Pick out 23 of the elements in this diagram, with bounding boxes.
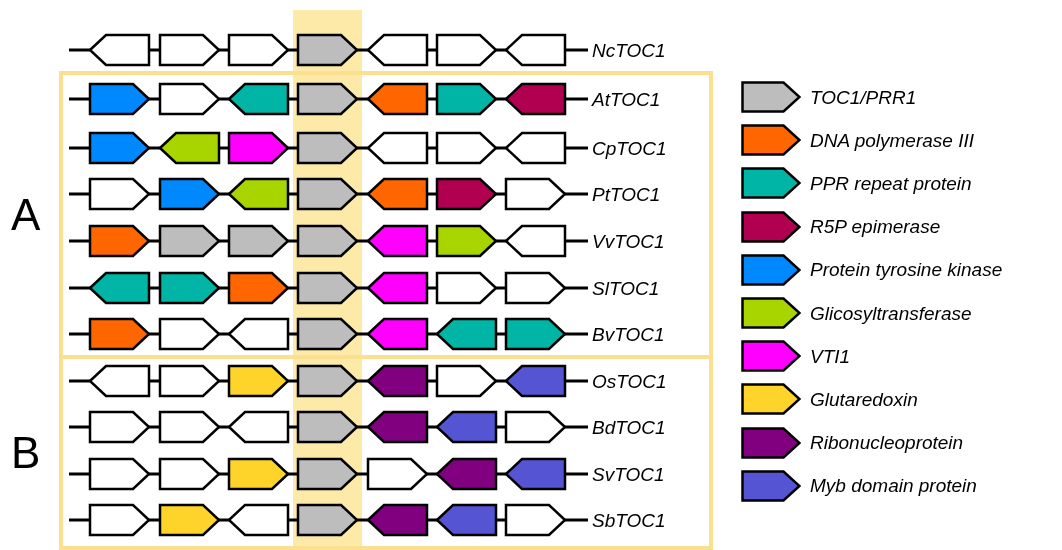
legend-label: R5P epimerase [810,217,941,237]
legend-label: TOC1/PRR1 [810,87,917,107]
gene-name: SbTOC1 [592,510,666,530]
legend-label: Glutaredoxin [810,389,918,409]
gene-name: NcTOC1 [592,40,666,60]
legend-label: Myb domain protein [810,476,977,496]
legend-label: Protein tyrosine kinase [810,260,1003,280]
legend-label: Ribonucleoprotein [810,433,964,453]
group-letter: A [11,193,41,237]
gene-name: OsTOC1 [592,371,667,391]
gene-name: AtTOC1 [592,89,661,109]
legend-label: VTI1 [810,346,851,366]
gene-name: SvTOC1 [592,464,665,484]
group-letter: B [11,430,41,475]
gene-name: CpTOC1 [592,138,667,158]
legend-label: Glicosyltransferase [810,303,972,323]
gene-name: SlTOC1 [592,278,660,298]
gene-name: BvTOC1 [592,324,665,344]
gene-name: BdTOC1 [592,417,666,437]
gene-name: VvTOC1 [592,231,665,251]
gene-name: PtTOC1 [592,184,661,204]
legend-label: DNA polymerase III [810,130,974,150]
legend-label: PPR repeat protein [810,173,972,193]
